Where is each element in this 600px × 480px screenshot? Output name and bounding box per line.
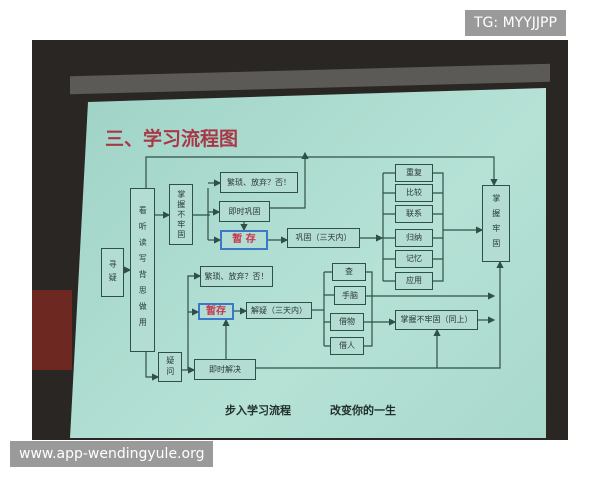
helper-node: 借物 — [330, 313, 364, 331]
step-node: 记忆 — [395, 250, 433, 268]
step-node: 应用 — [395, 272, 433, 290]
node-tedious-top: 繁琐、放弃？否！ — [220, 172, 298, 193]
helper-node: 查 — [332, 263, 366, 281]
step-node: 联系 — [395, 205, 433, 223]
node-instant-resolve: 即时解决 — [194, 359, 256, 380]
node-consolidate-3days: 巩固（三天内） — [287, 228, 360, 248]
footer-text-left: 步入学习流程 — [225, 404, 291, 417]
node-methods: 看听读写背思做用 — [130, 188, 155, 352]
node-tedious-bottom: 繁琐、放弃？否！ — [200, 266, 273, 287]
red-sign — [32, 290, 72, 370]
slide-title: 三、学习流程图 — [105, 128, 239, 150]
helper-node: 借人 — [330, 337, 364, 355]
node-question: 疑问 — [158, 352, 182, 382]
node-doubt: 寻疑 — [101, 248, 124, 297]
watermark-bottom: www.app-wendingyule.org — [10, 441, 214, 467]
node-instant-consolidate: 即时巩固 — [219, 201, 270, 222]
footer-text-right: 改变你的一生 — [330, 404, 396, 417]
node-not-mastered: 掌握不牢固 — [169, 184, 193, 245]
node-resolve-3days: 解疑（三天内） — [246, 302, 312, 319]
step-node: 归纳 — [395, 229, 433, 247]
node-not-mastered-same: 掌握不牢固（同上） — [395, 310, 478, 330]
node-store-top: 暂 存 — [220, 230, 268, 250]
watermark-top: TG: MYYJJPP — [465, 10, 566, 36]
node-mastered: 掌握牢固 — [482, 185, 510, 262]
step-node: 重复 — [395, 164, 433, 182]
helper-node: 手脑 — [334, 286, 366, 305]
node-store-bottom: 暂存 — [198, 303, 234, 320]
step-node: 比较 — [395, 184, 433, 202]
